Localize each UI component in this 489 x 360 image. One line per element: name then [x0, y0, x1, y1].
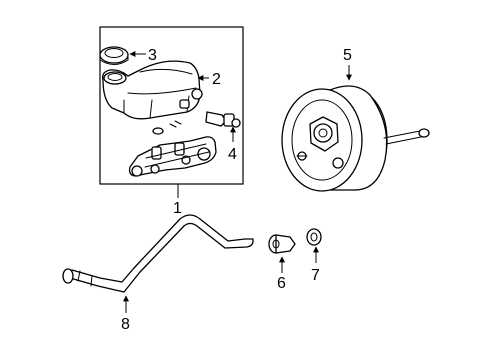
callout-4: 4	[228, 146, 237, 163]
callout-2: 2	[212, 71, 221, 88]
grommet	[306, 228, 322, 246]
reservoir-cap	[99, 46, 129, 65]
callout-1: 1	[173, 200, 182, 217]
callout-7: 7	[311, 267, 320, 284]
vacuum-hose	[62, 214, 254, 293]
assembly-frame	[99, 26, 244, 185]
brake-fluid-reservoir	[102, 60, 203, 120]
callout-6: 6	[277, 275, 286, 292]
retaining-pins	[169, 120, 182, 128]
callout-3: 3	[148, 47, 157, 64]
check-valve	[268, 234, 296, 254]
callout-8: 8	[121, 316, 130, 333]
o-ring	[152, 127, 164, 135]
callout-5: 5	[343, 47, 352, 64]
fluid-level-sensor	[205, 111, 241, 128]
master-cylinder-body	[128, 136, 217, 177]
brake-booster	[281, 85, 430, 192]
